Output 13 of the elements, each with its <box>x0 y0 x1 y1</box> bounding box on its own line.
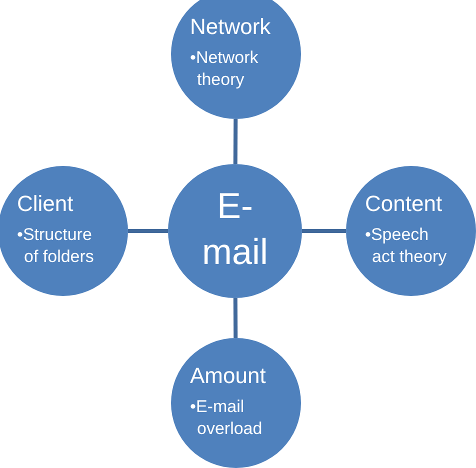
hub-title: E-mail <box>200 184 269 274</box>
node-heading: Client <box>17 191 74 217</box>
node-heading: Amount <box>190 363 266 389</box>
node-heading: Network <box>190 14 271 40</box>
connector-line <box>302 229 346 233</box>
node-heading: Content <box>365 191 442 217</box>
connector-line <box>128 229 168 233</box>
bullet-item: •Network theory <box>190 47 260 91</box>
connector-line <box>233 118 238 164</box>
connector-line <box>233 298 238 338</box>
bullet-item: •E-mail overload <box>190 396 264 440</box>
bullet-item: •Structure of folders <box>17 224 95 268</box>
bullet-item: •Speech act theory <box>365 224 448 268</box>
